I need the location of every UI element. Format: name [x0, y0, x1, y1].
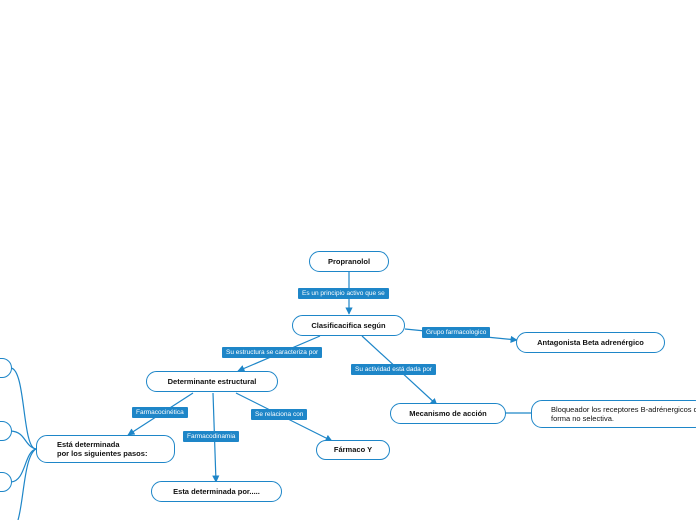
label-es-un-principio[interactable]: Es un principio activo que se	[298, 288, 389, 300]
label-farmacocinetica[interactable]: Farmacocinética	[132, 407, 188, 419]
node-farmaco-y[interactable]: Fármaco Y	[316, 440, 390, 460]
node-esta-determinada[interactable]: Está determinada por los siguientes paso…	[36, 435, 175, 463]
label-su-actividad[interactable]: Su actividad está dada por	[351, 364, 436, 376]
node-esta-determinada-por[interactable]: Esta determinada por.....	[151, 481, 282, 502]
label-su-estructura[interactable]: Su estructura se caracteriza por	[222, 347, 323, 359]
label-farmacodinamia[interactable]: Farmacodinamia	[183, 431, 240, 443]
node-propranolol[interactable]: Propranolol	[309, 251, 389, 272]
node-clasificacion[interactable]: Clasificacifica según	[292, 315, 405, 336]
label-se-relaciona[interactable]: Se relaciona con	[251, 409, 308, 421]
node-mecanismo[interactable]: Mecanismo de acción	[390, 403, 506, 424]
edge-left-branch-1	[10, 367, 37, 450]
node-bloqueador[interactable]: Bloqueador los receptores B-adrénergicos…	[531, 400, 696, 428]
edge-left-branch-4	[17, 448, 37, 520]
label-grupo-farmacologico[interactable]: Grupo farmacologico	[422, 327, 491, 339]
node-antagonista[interactable]: Antagonista Beta adrenérgico	[516, 332, 665, 353]
node-determinante[interactable]: Determinante estructural	[146, 371, 278, 392]
edge-left-branch-2	[10, 430, 37, 450]
